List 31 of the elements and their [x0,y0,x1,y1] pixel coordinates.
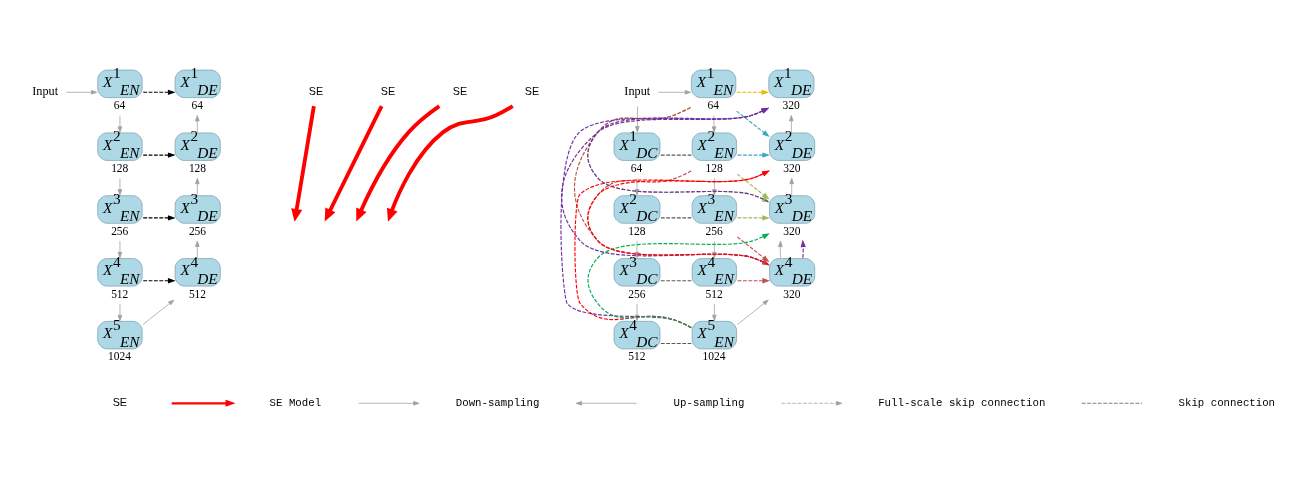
node-label: 512 [111,287,129,300]
node-label: 256 [188,224,207,237]
node-label: 320 [783,287,801,300]
legend-label: SE Model [269,396,322,409]
label: SE [112,395,127,408]
legend-label: Up-sampling [673,396,745,409]
node-label: 1024 [108,349,132,362]
node-label: 512 [188,287,207,300]
node-label: 256 [705,224,723,237]
legend-label: Down-sampling [455,396,540,409]
node-label: 128 [188,161,207,174]
node-label: 256 [628,287,646,300]
legend-label: Skip connection [1178,396,1276,409]
node-label: 512 [628,349,646,362]
node-label: 320 [782,98,800,111]
node-text: Input [32,83,59,98]
legend-label: Full-scale skip connection [878,396,1046,409]
node-text: Input [624,83,651,98]
node-label: 128 [111,161,129,174]
node-text: SE [452,84,468,97]
node-label: 1024 [702,349,726,362]
node-label: 320 [783,224,801,237]
node-label: 512 [705,287,723,300]
node-label: 320 [783,161,801,174]
node-text: SE [380,84,396,97]
node-text: SE [524,84,540,97]
node-label: 64 [191,98,204,111]
node-text: SE [308,84,324,97]
node-label: 64 [113,98,126,111]
node-label: 256 [111,224,129,237]
node-label: 128 [628,224,646,237]
